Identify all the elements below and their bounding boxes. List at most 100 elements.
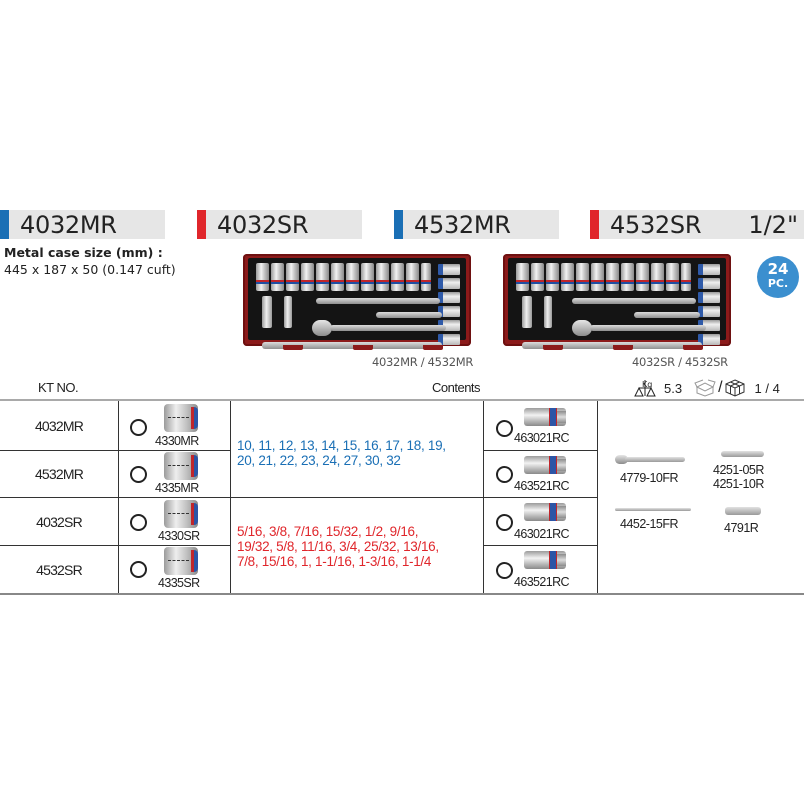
twelve-point-icon: [130, 514, 147, 531]
flex-handle: [522, 342, 702, 349]
deep-socket: [262, 296, 272, 328]
weight-value: 5.3: [664, 380, 683, 396]
model-label: 4532SR: [610, 211, 702, 239]
long-socket-image: [524, 551, 566, 569]
divider-slash: /: [718, 379, 723, 396]
extension-code-short: 4251-05R: [713, 463, 764, 477]
model-accent-red: [197, 210, 206, 239]
twelve-point-icon: [496, 514, 513, 531]
row-divider: [0, 545, 230, 546]
kt-number: 4032SR: [36, 514, 83, 530]
ratchet-handle-icon: [625, 457, 685, 462]
kt-no-header: KT NO.: [38, 380, 79, 395]
flex-handle: [262, 342, 442, 349]
model-accent-blue: [0, 210, 9, 239]
weight-scale-icon: Kg: [632, 378, 658, 398]
kt-number: 4532MR: [34, 466, 84, 482]
flex-handle-icon: [615, 508, 691, 511]
model-label: 4532MR: [414, 211, 511, 239]
model-bar-4532sr: 4532SR 1/2": [590, 210, 804, 239]
row-divider: [0, 497, 597, 498]
socket-row: [256, 263, 431, 291]
long-socket-code: 463021RC: [514, 527, 570, 541]
twelve-point-icon: [496, 466, 513, 483]
metric-sizes-line: 10, 11, 12, 13, 14, 15, 16, 17, 18, 19,: [237, 438, 446, 453]
ratchet-head: [572, 320, 592, 336]
shipping-stats: Kg 5.3 / 1 / 4: [632, 378, 780, 398]
case-tray: [248, 258, 466, 349]
long-socket-image: [524, 503, 566, 521]
case-size-info: Metal case size (mm) : 445 x 187 x 50 (0…: [4, 244, 176, 278]
image-caption: 4032MR / 4532MR: [372, 355, 474, 369]
piece-unit: PC.: [767, 277, 789, 290]
sae-sizes: 5/16, 3/8, 7/16, 15/32, 1/2, 9/16, 19/32…: [237, 524, 439, 569]
socket-row: [516, 263, 691, 291]
packing-quantity: 1 / 4: [754, 380, 780, 396]
model-label: 4032SR: [217, 211, 309, 239]
long-socket-code: 463521RC: [514, 479, 570, 493]
sae-sizes-line: 5/16, 3/8, 7/16, 15/32, 1/2, 9/16,: [237, 524, 419, 539]
model-label: 4032MR: [20, 211, 117, 239]
table-bottom-rule: [0, 593, 804, 595]
long-socket-code: 463521RC: [514, 575, 570, 589]
long-socket-image: [524, 456, 566, 474]
twelve-point-icon: [496, 420, 513, 437]
socket-image: [164, 500, 198, 528]
deep-socket: [522, 296, 532, 328]
side-socket-column: [698, 264, 720, 345]
ratchet-icon: [615, 455, 628, 464]
svg-text:Kg: Kg: [642, 380, 652, 389]
model-accent-blue: [394, 210, 403, 239]
row-divider: [483, 450, 597, 451]
row-divider: [0, 450, 230, 451]
socket-code: 4330SR: [158, 529, 200, 543]
col-divider: [597, 401, 598, 593]
socket-image: [164, 547, 198, 575]
sae-sizes-line: 7/8, 15/16, 1, 1-1/16, 1-3/16, 1-1/4: [237, 554, 432, 569]
table-top-rule: [0, 399, 804, 401]
ratchet-handle: [590, 325, 706, 331]
case-tray: [508, 258, 726, 349]
side-socket-column: [438, 264, 460, 345]
extension-code-long: 4251-10R: [713, 477, 764, 491]
piece-count: 24: [767, 260, 789, 278]
universal-joint-icon: [725, 507, 761, 515]
socket-image: [164, 404, 198, 432]
carton-stack-icon: [725, 379, 745, 397]
kt-number: 4532SR: [36, 562, 83, 578]
open-box-icon: [694, 379, 716, 397]
extension-bar-short: [376, 312, 442, 318]
extension-bar-short: [634, 312, 700, 318]
twelve-point-icon: [130, 561, 147, 578]
long-socket-image: [524, 408, 566, 426]
twelve-point-icon: [130, 466, 147, 483]
ratchet-handle: [330, 325, 446, 331]
model-bar-4032mr: 4032MR: [0, 210, 165, 239]
flex-handle-code: 4452-15FR: [620, 517, 679, 531]
case-size-value: 445 x 187 x 50 (0.147 cuft): [4, 262, 176, 277]
tool-case-image-sae: [503, 254, 731, 350]
universal-joint: [284, 296, 292, 328]
metric-sizes-line: 20, 21, 22, 23, 24, 27, 30, 32: [237, 453, 401, 468]
universal-joint: [544, 296, 552, 328]
drive-size: 1/2": [748, 211, 798, 239]
model-bar-4032sr: 4032SR: [197, 210, 362, 239]
case-size-label: Metal case size (mm) :: [4, 245, 163, 260]
kt-number: 4032MR: [34, 418, 84, 434]
extension-bar-long: [572, 298, 696, 304]
sae-sizes-line: 19/32, 5/8, 11/16, 3/4, 25/32, 13/16,: [237, 539, 439, 554]
model-bar-4532mr: 4532MR: [394, 210, 559, 239]
socket-code: 4335SR: [158, 576, 200, 590]
image-caption: 4032SR / 4532SR: [632, 355, 728, 369]
socket-code: 4330MR: [155, 434, 199, 448]
model-accent-red: [590, 210, 599, 239]
twelve-point-icon: [130, 419, 147, 436]
socket-code: 4335MR: [155, 481, 199, 495]
metric-sizes: 10, 11, 12, 13, 14, 15, 16, 17, 18, 19, …: [237, 438, 446, 468]
extension-bar-icon: [721, 451, 764, 457]
row-divider: [483, 545, 597, 546]
ratchet-head: [312, 320, 332, 336]
ratchet-code: 4779-10FR: [620, 471, 679, 485]
extension-bar-long: [316, 298, 440, 304]
tool-case-image-metric: [243, 254, 471, 350]
